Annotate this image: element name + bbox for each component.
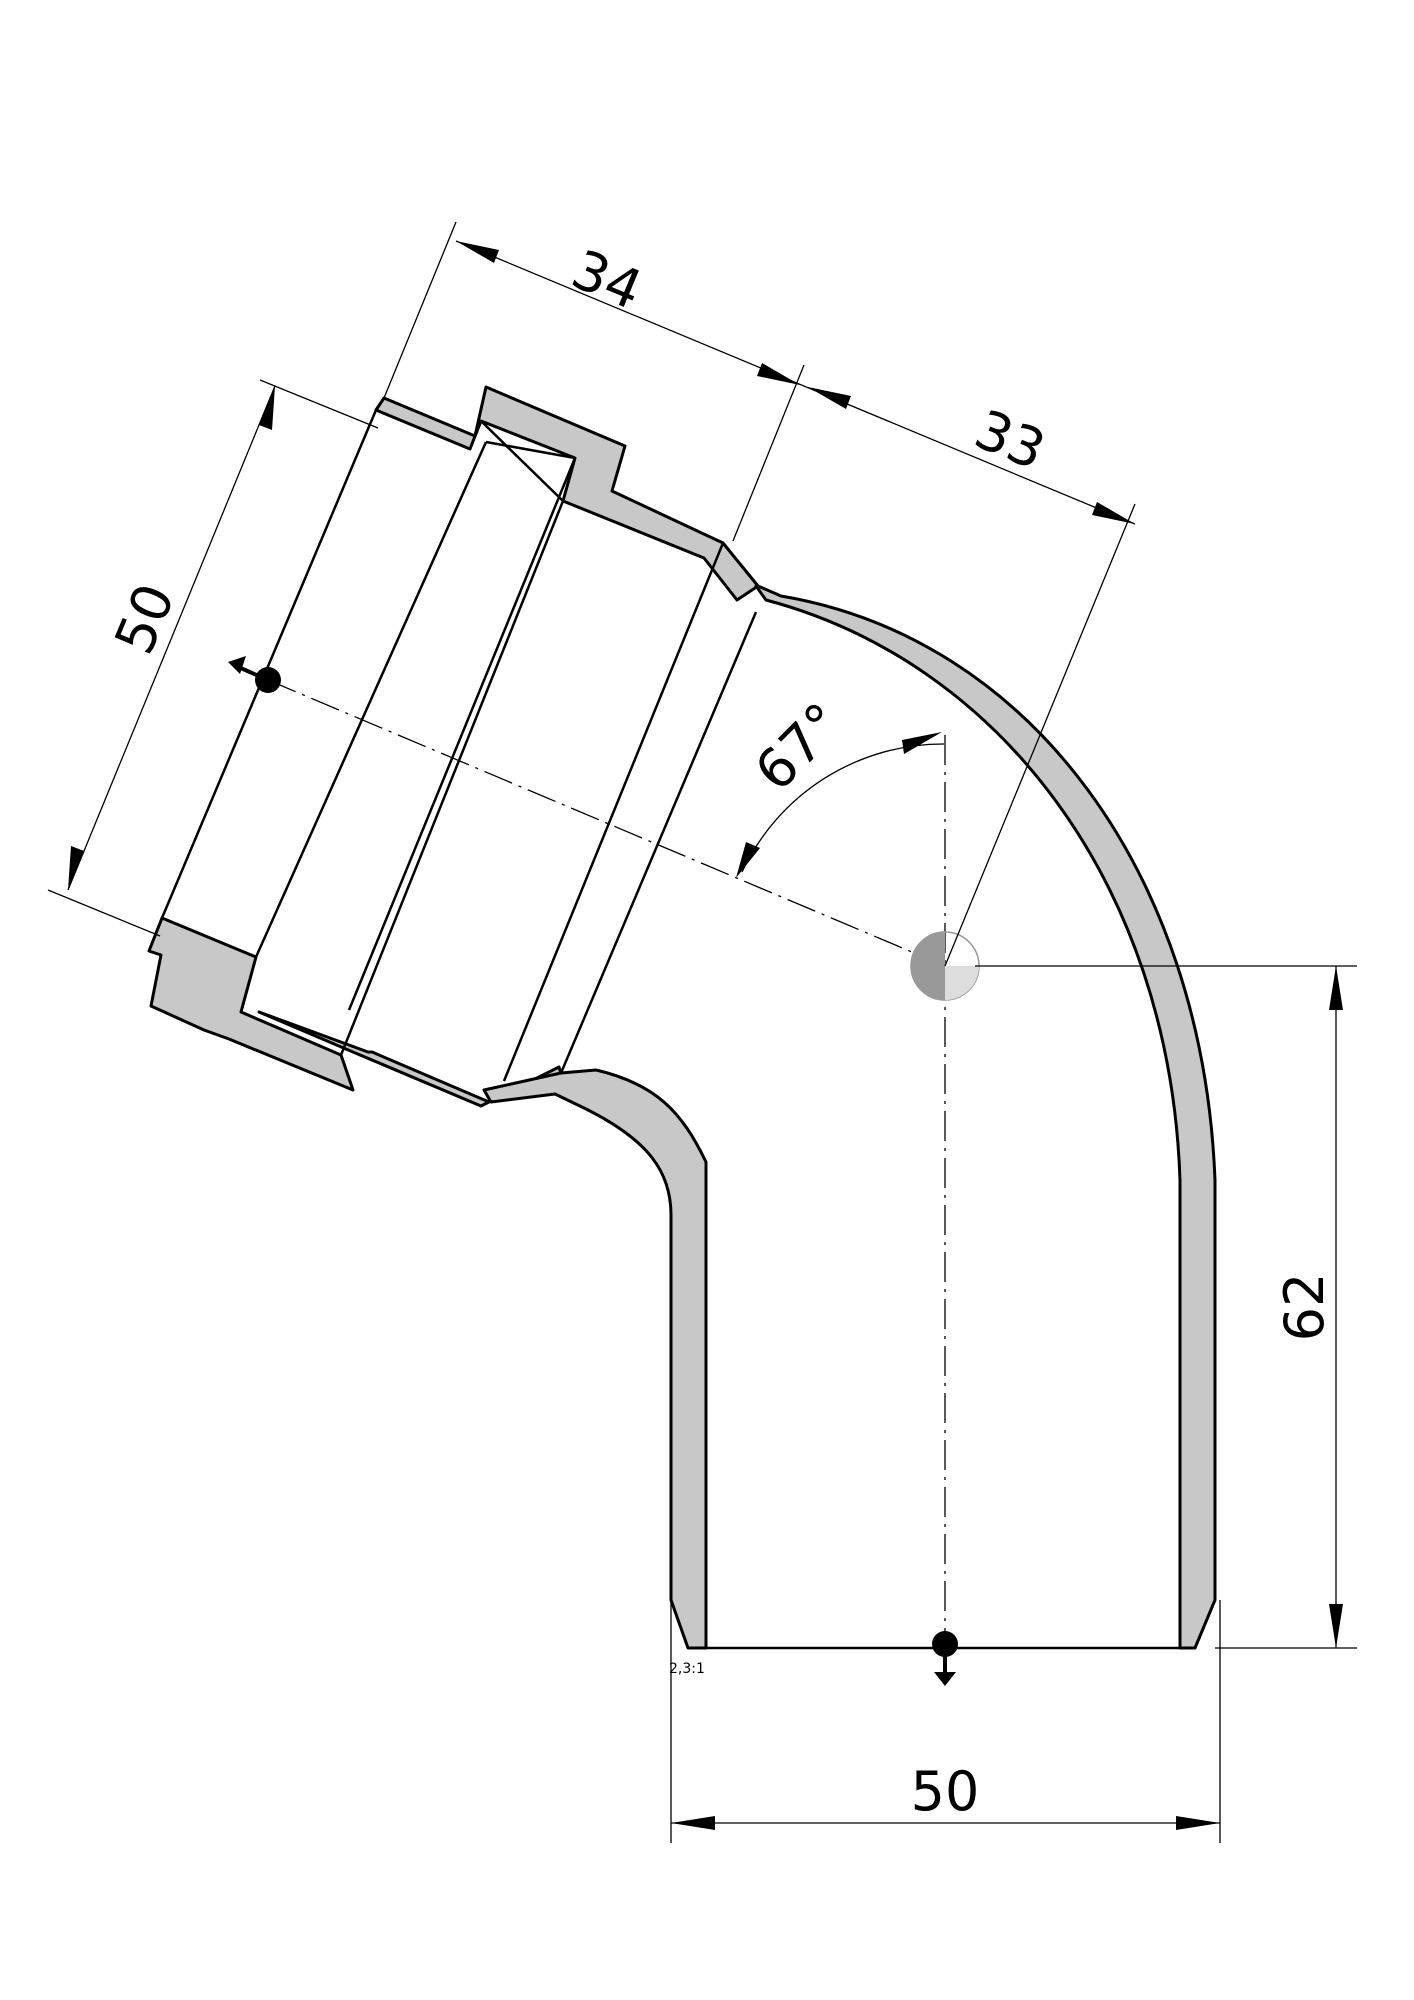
scale-note: 2,3:1 xyxy=(669,1661,705,1677)
socket-end-marker xyxy=(228,656,281,693)
dimension-label-socket-50: 50 xyxy=(103,575,188,663)
pipe-bend xyxy=(147,385,1217,1650)
socket-upper-wall xyxy=(374,385,760,602)
dimension-label-33: 33 xyxy=(966,398,1054,483)
dimension-label-spigot-50: 50 xyxy=(911,1760,980,1823)
dimension-socket-diameter xyxy=(47,379,379,937)
dimension-label-34: 34 xyxy=(563,238,651,323)
outer-bend-wall xyxy=(754,584,1217,1650)
dimension-spigot-length xyxy=(975,965,1357,1649)
spigot-end-marker xyxy=(932,1631,958,1686)
inner-bend-wall xyxy=(482,1068,708,1650)
dimension-spigot-diameter xyxy=(670,1600,1221,1843)
center-lines xyxy=(267,679,946,1648)
socket-edges xyxy=(160,409,758,1082)
dimension-angle xyxy=(736,732,945,878)
dimension-label-62: 62 xyxy=(1273,1273,1336,1342)
socket-lower-wall xyxy=(147,916,355,1092)
dimension-label-angle: 67° xyxy=(743,691,855,803)
dimension-top xyxy=(383,221,1136,967)
